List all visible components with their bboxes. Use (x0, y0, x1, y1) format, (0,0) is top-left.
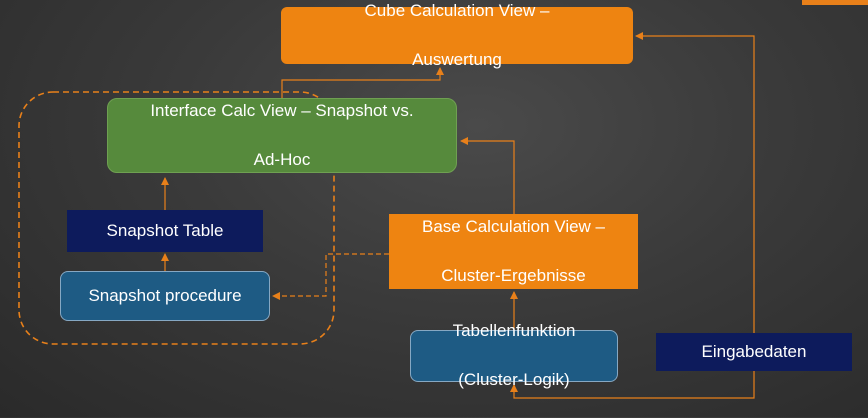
connector-base-to-interface (460, 137, 515, 214)
cube-node-line-2: Auswertung (412, 49, 502, 69)
tabellenfunktion-line-2: (Cluster-Logik) (458, 370, 570, 390)
connector-interface-to-cube (281, 67, 444, 98)
interface-node-line-2: Ad-Hoc (253, 149, 311, 169)
cube-node-line-1: Cube Calculation View – (364, 0, 550, 20)
snapshot-procedure-node: Snapshot procedure (60, 271, 270, 321)
tabellenfunktion-node: Tabellenfunktion (Cluster-Logik) (410, 321, 618, 389)
base-node-line-2: Cluster-Ergebnisse (441, 265, 586, 285)
base-calculation-view-node: Base Calculation View – Cluster-Ergebnis… (389, 214, 638, 289)
snapshot-group-dashed-outline (18, 91, 335, 345)
interface-node-line-1: Interface Calc View – Snapshot vs. (150, 100, 414, 120)
base-node-line-1: Base Calculation View – (421, 216, 605, 236)
snapshot-table-node: Snapshot Table (67, 210, 263, 252)
tabellenfunktion-line-1: Tabellenfunktion (452, 321, 576, 341)
interface-calc-view-node: Interface Calc View – Snapshot vs. Ad-Ho… (107, 98, 457, 173)
connector-eingabedaten-to-cube (635, 32, 755, 333)
connector-base-to-procedure (272, 253, 389, 300)
cube-calculation-view-node: Cube Calculation View – Auswertung (281, 1, 633, 69)
snapshot-table-label: Snapshot Table (106, 220, 224, 240)
snapshot-procedure-label: Snapshot procedure (88, 285, 242, 305)
connector-eingabedaten-to-tabellenfunktion (510, 371, 755, 399)
eingabedaten-node: Eingabedaten (656, 333, 852, 371)
eingabedaten-label: Eingabedaten (701, 341, 807, 361)
corner-accent-bar (802, 0, 868, 5)
